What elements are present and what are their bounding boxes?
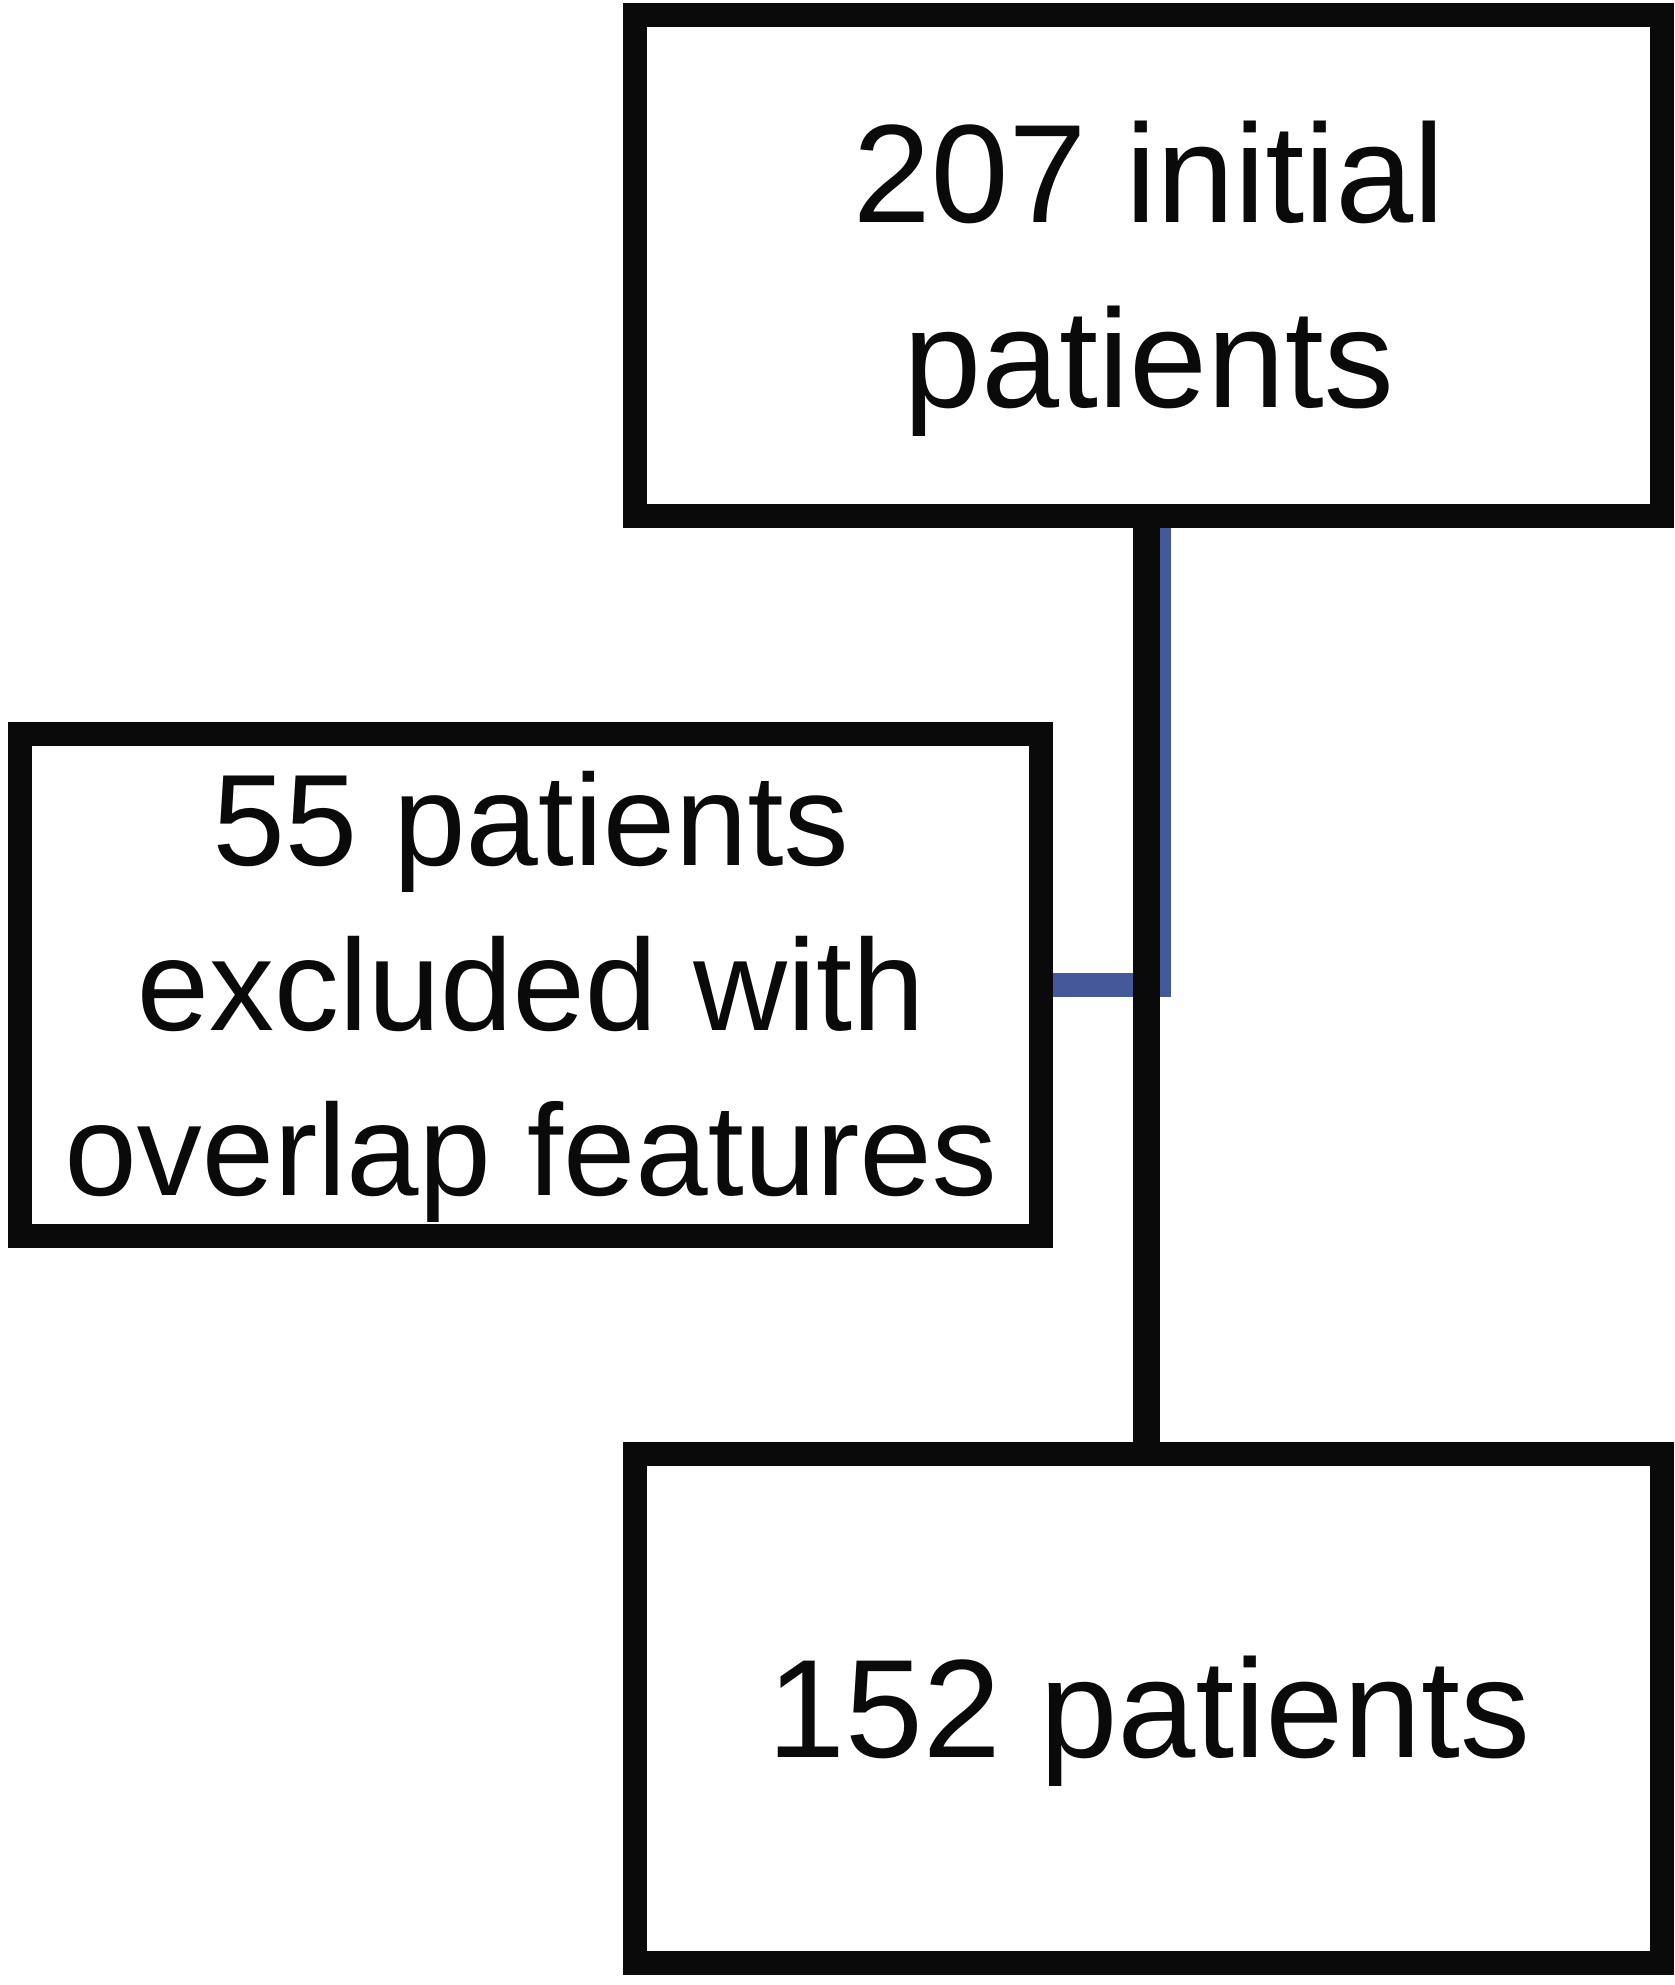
connector-accent-vertical-line [1160, 528, 1171, 997]
box-final-patients-line-1: 152 patients [767, 1630, 1530, 1787]
box-excluded-patients-line-2: excluded with [136, 911, 925, 1058]
box-excluded-patients-line-1: 55 patients [212, 746, 849, 893]
box-initial-patients-line-2: patients [903, 279, 1394, 437]
box-excluded-patients-line-3: overlap features [64, 1076, 997, 1223]
box-initial-patients: 207 initial patients [623, 3, 1674, 528]
box-final-patients: 152 patients [623, 1442, 1674, 1975]
box-initial-patients-line-1: 207 initial [852, 94, 1445, 252]
connector-main-vertical-line [1133, 528, 1160, 1442]
box-excluded-patients: 55 patients excluded with overlap featur… [8, 722, 1053, 1248]
